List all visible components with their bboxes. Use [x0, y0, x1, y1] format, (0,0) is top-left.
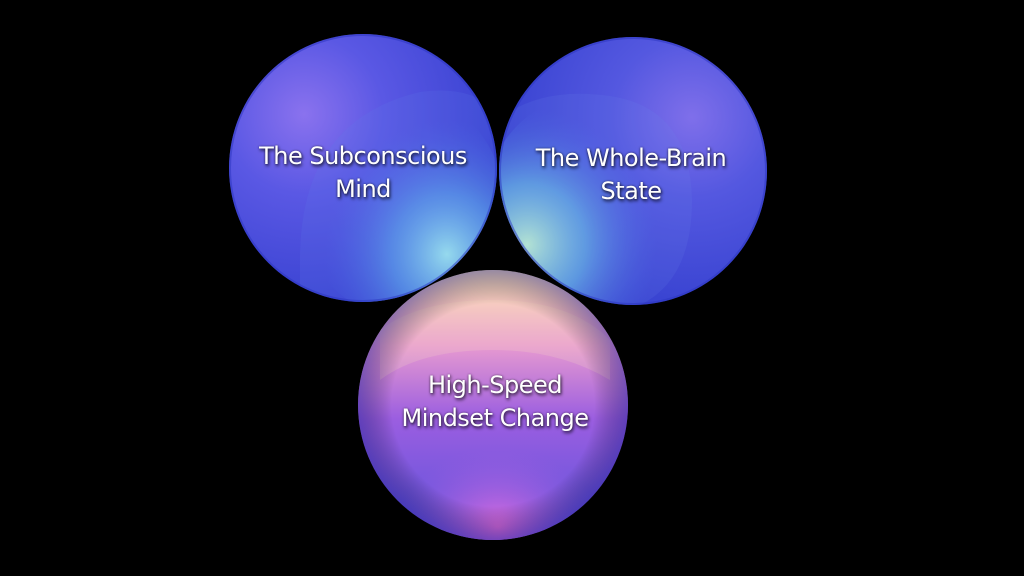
label-subconscious-mind: The Subconscious Mind	[232, 140, 494, 206]
label-line: The Subconscious	[259, 142, 467, 170]
label-line: Mindset Change	[401, 404, 589, 432]
circle-subconscious-mind	[229, 34, 497, 302]
label-line: State	[600, 177, 662, 205]
label-line: High-Speed	[427, 371, 563, 399]
label-high-speed-mindset-change: High-Speed Mindset Change	[364, 369, 626, 435]
circle-high-speed-mindset-change	[358, 270, 628, 540]
label-line: Mind	[335, 175, 391, 203]
label-line: The Whole-Brain	[535, 144, 727, 172]
label-whole-brain-state: The Whole-Brain State	[500, 142, 762, 208]
circle-whole-brain-state	[499, 37, 767, 305]
